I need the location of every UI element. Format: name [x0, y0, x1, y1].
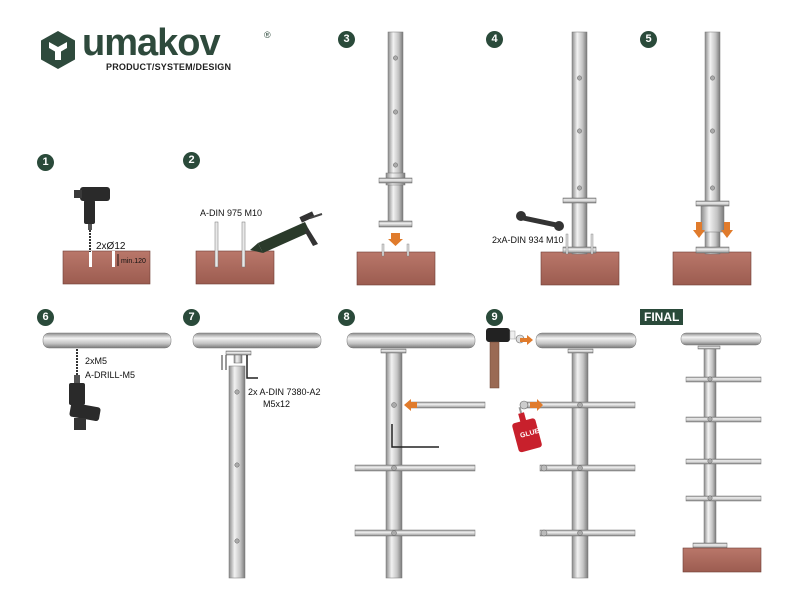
drill-diameter-label: 2xØ12: [96, 241, 126, 252]
threaded-rod: [241, 221, 246, 268]
anchor-rod: [565, 233, 569, 255]
anchor-rod: [406, 243, 410, 257]
concrete-base: [540, 251, 620, 286]
screw-spec-label-1: 2x A-DIN 7380-A2: [248, 387, 321, 397]
drill-count-label: 2xM5: [85, 356, 108, 366]
post: [387, 31, 404, 223]
right-arrow-icon: [520, 335, 533, 345]
concrete-base: [672, 251, 752, 286]
drill-icon: [74, 187, 110, 252]
infill-rod: [685, 458, 762, 465]
base-flange: [562, 197, 597, 204]
anchor-spec-label: A-DIN 975 M10: [200, 208, 263, 218]
drill-depth-label: min.120: [121, 258, 146, 265]
allen-key-icon: [246, 355, 258, 379]
infill-rod: [354, 464, 476, 472]
step-1-illustration: [62, 187, 151, 285]
step-badge-3: 3: [338, 31, 355, 48]
drill-icon: [69, 375, 101, 430]
brand-name: umakov: [82, 22, 221, 64]
caulk-gun-icon: [250, 211, 323, 253]
step-2-illustration: [195, 211, 323, 285]
drill-hole: [89, 251, 92, 267]
brand-logo: umakov ® PRODUCT/SYSTEM/DESIGN: [38, 22, 278, 78]
step-badge-5: 5: [640, 31, 657, 48]
right-arrow-icon: [530, 399, 543, 411]
handrail: [42, 332, 172, 349]
step-6-illustration: [42, 332, 172, 430]
infill-rod: [685, 376, 762, 383]
base-plate: [695, 246, 730, 254]
step-3-illustration: [356, 31, 436, 286]
step-7-illustration: [192, 332, 322, 579]
infill-rod: [539, 529, 636, 537]
brand-tagline: PRODUCT/SYSTEM/DESIGN: [106, 62, 232, 72]
screw-spec-label-2: M5x12: [263, 399, 291, 409]
post-collar: [700, 205, 725, 233]
step-badge-8: 8: [338, 309, 355, 326]
base-flange: [692, 542, 728, 549]
end-cap: [519, 400, 529, 410]
anchor-rod: [381, 243, 385, 257]
step-badge-7: 7: [183, 309, 200, 326]
left-arrow-icon: [404, 399, 417, 411]
drill-bit-label: A-DRILL-M5: [85, 370, 136, 380]
concrete-base: [62, 250, 151, 285]
infill-rod: [539, 464, 636, 472]
glue-bottle-icon: [512, 406, 542, 453]
saddle-mount: [225, 350, 252, 356]
concrete-base: [682, 547, 762, 573]
nut-spec-label: 2xA-DIN 934 M10: [492, 235, 564, 245]
base-plate: [378, 220, 413, 228]
post: [571, 31, 588, 255]
handrail: [192, 332, 322, 349]
step-badge-2: 2: [183, 152, 200, 169]
mallet-icon: [486, 328, 516, 389]
down-arrow-icon: [721, 222, 733, 238]
registered-mark: ®: [264, 30, 271, 40]
base-plate: [562, 246, 597, 254]
handrail: [535, 332, 637, 349]
step-badge-1: 1: [37, 154, 54, 171]
umakov-logo-icon: [41, 31, 75, 69]
down-arrow-icon: [693, 222, 705, 238]
wrench-icon: [516, 211, 564, 231]
step-9-illustration: [486, 328, 637, 579]
post: [228, 365, 246, 579]
step-badge-9: 9: [486, 309, 503, 326]
step-4-illustration: [516, 31, 620, 286]
infill-rod: [409, 401, 486, 409]
final-badge: FINAL: [640, 309, 684, 325]
infill-rod: [354, 529, 476, 537]
drill-hole: [112, 251, 115, 267]
base-flange: [695, 200, 730, 207]
threaded-rod: [214, 221, 219, 268]
step-8-illustration: [346, 332, 486, 579]
step-badge-4: 4: [486, 31, 503, 48]
base-flange: [378, 177, 413, 184]
concrete-base: [356, 251, 436, 286]
down-arrow-icon: [388, 233, 403, 246]
handrail: [680, 332, 762, 346]
concrete-base: [195, 250, 275, 285]
step-badge-6: 6: [37, 309, 54, 326]
allen-key-icon: [391, 424, 439, 448]
anchor-rod: [590, 233, 594, 255]
step-5-illustration: [672, 31, 752, 286]
infill-rod: [685, 416, 762, 423]
final-illustration: [680, 332, 762, 573]
post: [704, 31, 721, 255]
handrail: [346, 332, 476, 349]
infill-rod: [685, 495, 762, 502]
